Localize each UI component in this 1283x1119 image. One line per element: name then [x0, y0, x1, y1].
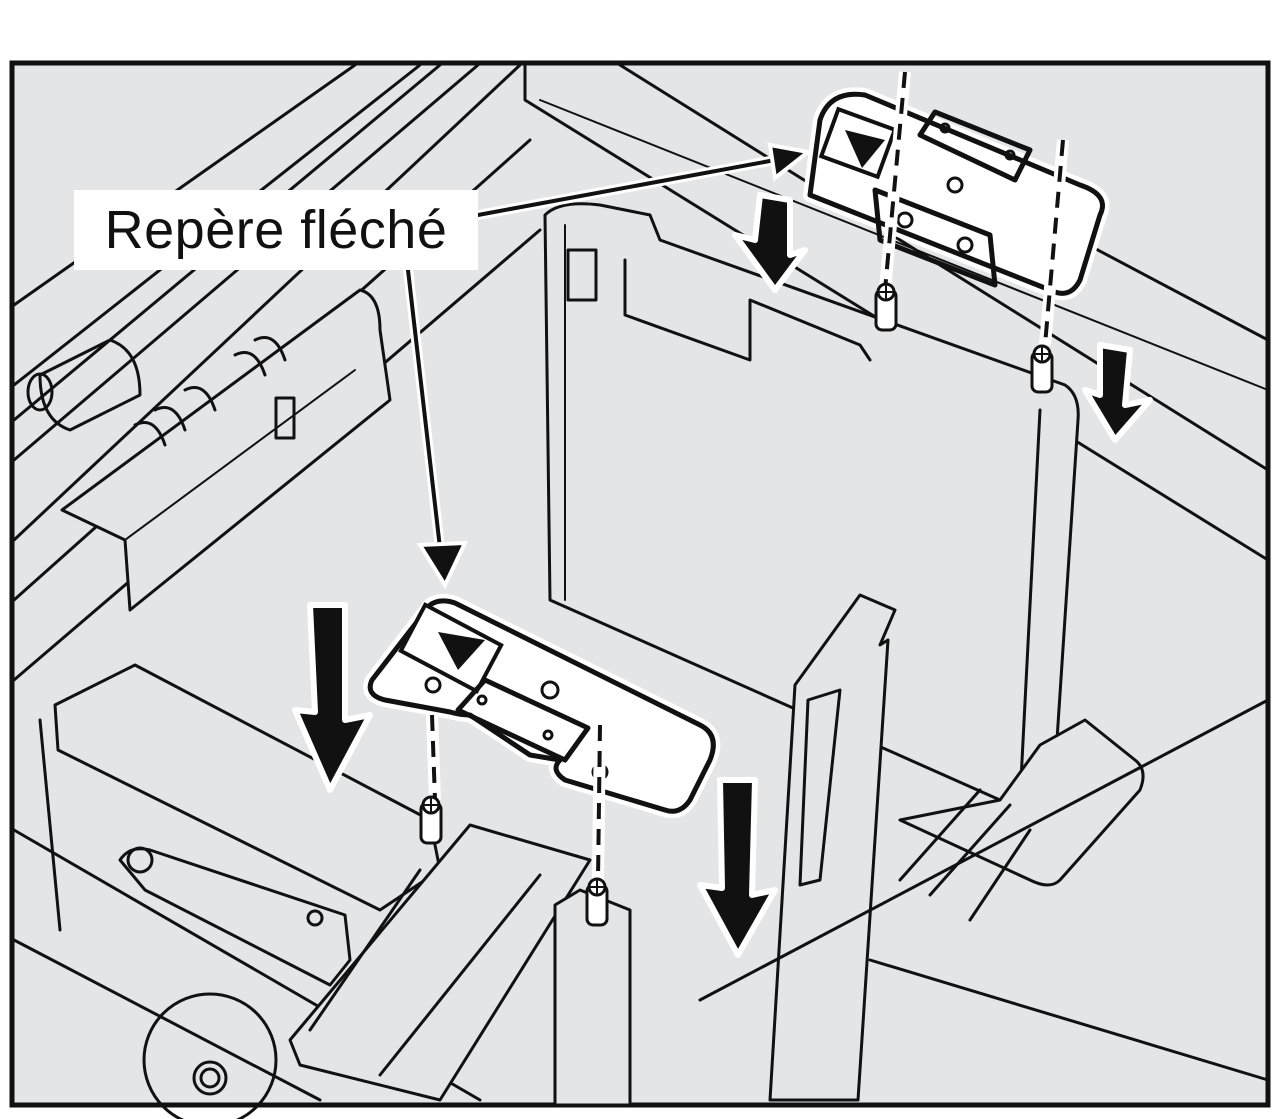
down-arrow-icon: [697, 777, 778, 958]
arrow-mark-label: Repère fléché: [74, 190, 478, 270]
screw: [1030, 344, 1054, 394]
leader-lines: [403, 142, 813, 590]
down-arrow-icon: [292, 602, 373, 793]
upper-bracket: [803, 87, 1110, 301]
direction-arrows: [292, 192, 1153, 958]
feed-ribs: [133, 336, 287, 447]
lower-bracket: [363, 593, 721, 819]
leader-arrowhead-icon: [767, 142, 813, 182]
down-arrow-icon: [1082, 342, 1153, 443]
leader-arrowhead-icon: [416, 540, 469, 590]
down-arrow-icon: [732, 192, 808, 293]
label-text: Repère fléché: [104, 200, 448, 260]
screw: [585, 877, 609, 927]
screw: [419, 795, 443, 845]
alignment-lines: [426, 71, 1069, 881]
screws: [419, 282, 1054, 927]
screw: [874, 282, 898, 332]
lower-arrow-triangle-icon: [438, 632, 485, 670]
upper-arrow-triangle-icon: [845, 130, 885, 168]
tray-structure: [12, 63, 1270, 1119]
